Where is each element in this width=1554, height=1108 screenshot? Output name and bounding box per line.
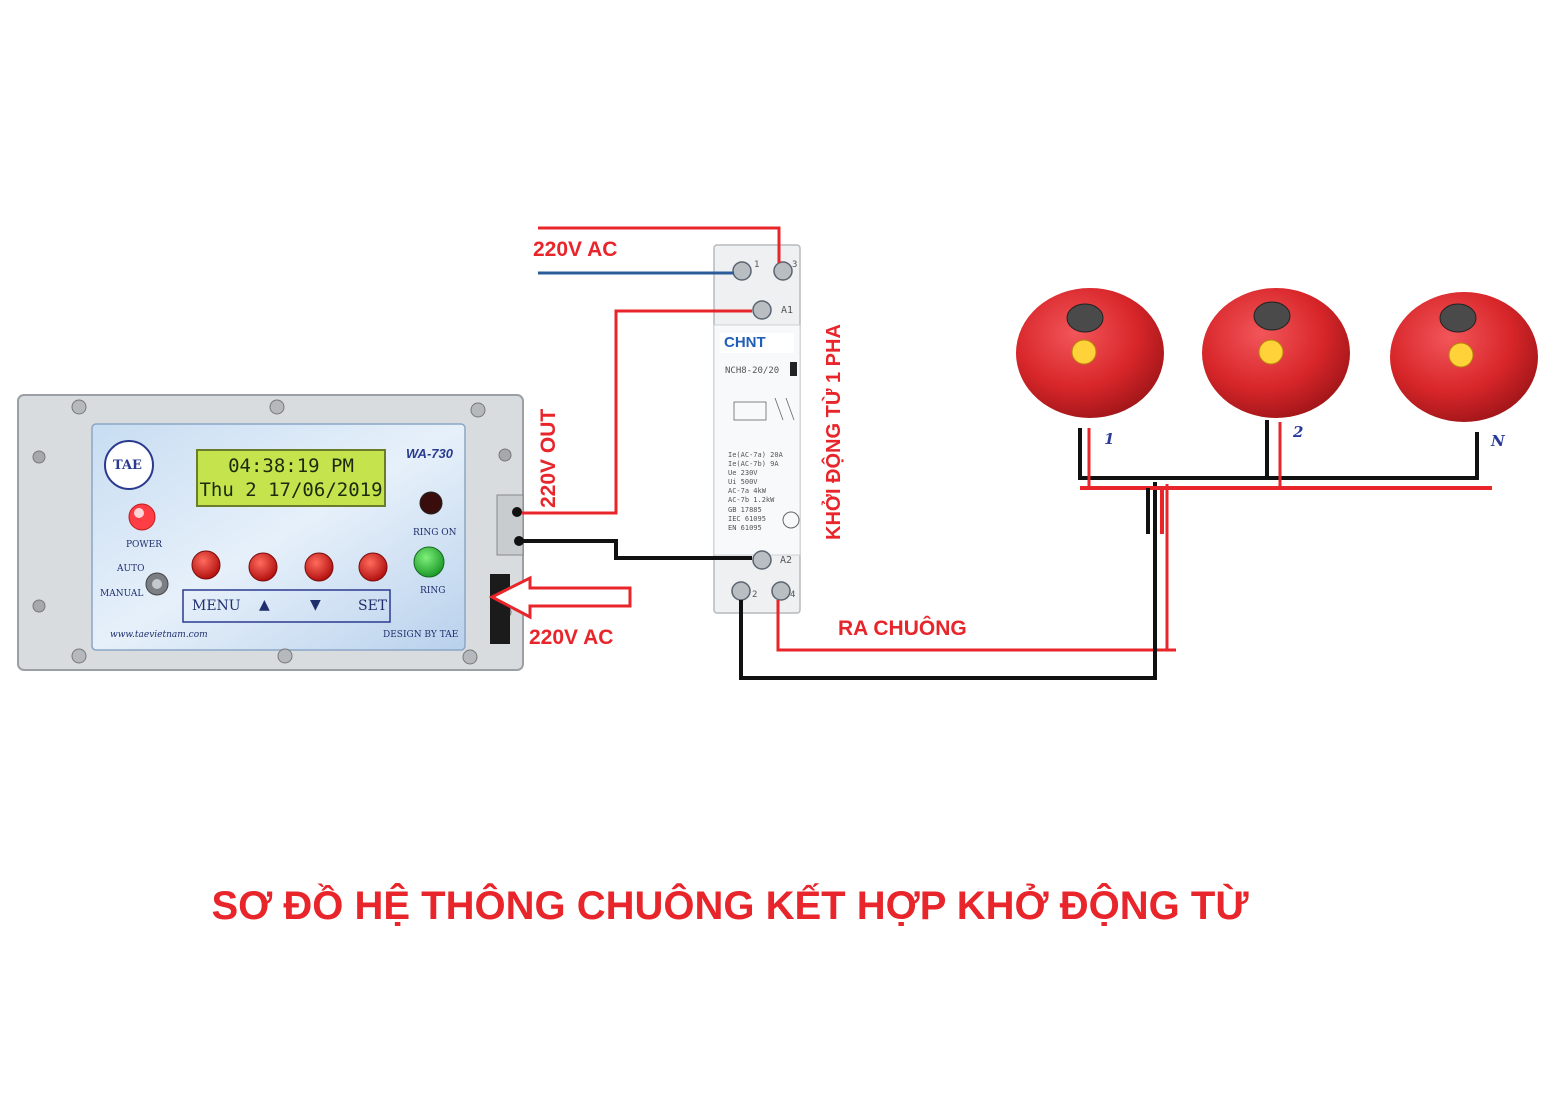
lcd-time: 04:38:19 PM xyxy=(228,455,354,477)
bell-striker-icon xyxy=(1066,303,1104,333)
ring-label: RING xyxy=(420,586,446,596)
screw-icon xyxy=(269,399,285,415)
terminal-1-screw-icon xyxy=(732,261,752,281)
terminal-3-label: 3 xyxy=(792,260,798,270)
menu-key-label: MENU xyxy=(192,598,241,614)
screw-icon xyxy=(277,648,293,664)
terminal-2-screw-icon xyxy=(731,581,751,601)
ring-on-label: RING ON xyxy=(413,528,457,538)
terminal-3-screw-icon xyxy=(773,261,793,281)
spec-line: AC-7b 1.2kW xyxy=(728,496,775,504)
label-to-bells: RA CHUÔNG xyxy=(838,617,967,640)
ring-on-led-icon xyxy=(419,491,443,515)
label-ac-input-top: 220V AC xyxy=(533,238,618,261)
down-key-label: ▼ xyxy=(310,597,321,613)
label-ac-input-bottom: 220V AC xyxy=(529,626,614,649)
bell-n xyxy=(1390,292,1538,422)
bell-1-label: 1 xyxy=(1104,430,1115,448)
set-key-label: SET xyxy=(358,598,388,614)
terminal-a2-screw-icon xyxy=(752,550,772,570)
lcd-date: Thu 2 17/06/2019 xyxy=(199,479,383,501)
coil-symbol-icon xyxy=(733,401,767,421)
mount-hole-icon xyxy=(32,599,46,613)
terminal-4-label: 4 xyxy=(790,590,796,600)
wire-red-to-bells xyxy=(776,600,1176,652)
spec-line: AC-7a 4kW xyxy=(728,487,766,495)
contact-symbol-icon xyxy=(785,397,795,421)
down-key-icon xyxy=(304,552,334,582)
terminal-block xyxy=(496,494,524,556)
screw-icon xyxy=(470,402,486,418)
quality-mark-icon xyxy=(1071,339,1097,365)
terminal-a2-label: A2 xyxy=(780,555,793,566)
up-key-icon xyxy=(248,552,278,582)
ccc-mark-icon xyxy=(782,511,800,529)
spec-line: Ie(AC-7a) 20A xyxy=(728,451,783,459)
wire-black-out-a2 xyxy=(522,539,752,560)
design-label: DESIGN BY TAE xyxy=(383,630,459,640)
website-label: www.taevietnam.com xyxy=(110,630,208,640)
contactor-device xyxy=(713,244,801,614)
keypad-frame xyxy=(182,589,391,623)
bell-n-label: N xyxy=(1491,432,1505,450)
spec-line: GB 17885 xyxy=(728,506,762,514)
quality-mark-icon xyxy=(1258,339,1284,365)
power-cable-entry xyxy=(490,574,510,644)
wire-red-out-a1 xyxy=(522,309,752,515)
contactor-front xyxy=(713,324,801,556)
contactor-brand: CHNT xyxy=(724,334,766,351)
manual-label: MANUAL xyxy=(100,589,144,599)
terminal-1-label: 1 xyxy=(754,260,760,270)
tae-logo-icon xyxy=(104,440,154,490)
spec-line: Ie(AC-7b) 9A xyxy=(728,460,779,468)
bell-striker-icon xyxy=(1439,303,1477,333)
mount-hole-icon xyxy=(498,448,512,462)
contactor-indicator-icon xyxy=(790,362,797,376)
bell-2 xyxy=(1202,288,1350,418)
contactor-brand-strip xyxy=(720,333,794,353)
power-led-glare-icon xyxy=(134,508,144,518)
spec-line: EN 61095 xyxy=(728,524,762,532)
auto-label: AUTO xyxy=(117,564,145,574)
label-contactor: KHỞI ĐỘNG TỪ 1 PHA xyxy=(823,324,845,540)
bell-striker-icon xyxy=(1253,301,1291,331)
ac-input-arrow-icon xyxy=(488,575,632,620)
bell-2-label: 2 xyxy=(1293,423,1304,441)
spec-line: Ue 230V xyxy=(728,469,758,477)
output-terminal-icon xyxy=(512,507,522,517)
label-output: 220V OUT xyxy=(537,408,560,508)
terminal-4-screw-icon xyxy=(771,581,791,601)
terminal-a1-screw-icon xyxy=(752,300,772,320)
lcd-display: 04:38:19 PM Thu 2 17/06/2019 xyxy=(196,449,386,507)
ring-button-icon xyxy=(413,546,445,578)
mount-hole-icon xyxy=(32,450,46,464)
brand-logo-text: TAE xyxy=(113,458,142,473)
screw-icon xyxy=(71,648,87,664)
spec-line: Ui 500V xyxy=(728,478,758,486)
quality-mark-icon xyxy=(1448,342,1474,368)
output-terminal-icon xyxy=(514,536,524,546)
spec-line: IEC 61095 xyxy=(728,515,766,523)
model-label: WA-730 xyxy=(406,446,453,461)
switch-knob-icon xyxy=(152,579,162,589)
contactor-model: NCH8-20/20 xyxy=(725,366,780,376)
wires xyxy=(522,226,1492,680)
bell-1 xyxy=(1016,288,1164,418)
screw-icon xyxy=(71,399,87,415)
power-label: POWER xyxy=(126,540,163,550)
up-key-label: ▲ xyxy=(259,597,270,613)
diagram-title: SƠ ĐỒ HỆ THÔNG CHUÔNG KẾT HỢP KHỞ ĐỘNG T… xyxy=(211,884,1249,928)
contact-symbol-icon xyxy=(774,397,784,421)
wire-black-to-bells xyxy=(739,482,1157,680)
menu-key-icon xyxy=(191,550,221,580)
terminal-2-label: 2 xyxy=(752,590,758,600)
wire-red-ac-in xyxy=(538,226,781,263)
set-key-icon xyxy=(358,552,388,582)
terminal-a1-label: A1 xyxy=(781,305,794,316)
screw-icon xyxy=(462,649,478,665)
